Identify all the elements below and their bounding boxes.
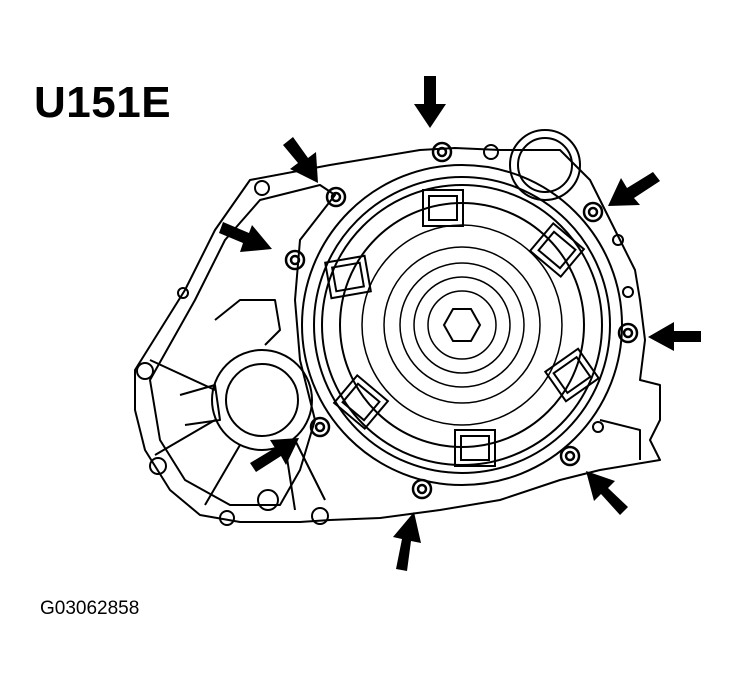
converter-pad xyxy=(324,254,372,300)
pointer-arrow xyxy=(586,471,628,515)
pointer-arrow xyxy=(648,322,701,351)
converter-pad xyxy=(454,429,496,467)
converter-ring xyxy=(413,276,511,374)
converter-ring xyxy=(383,246,541,404)
housing-detail xyxy=(214,299,281,346)
axle-boss-rib xyxy=(154,419,216,456)
housing-hole xyxy=(257,489,279,511)
housing-hole xyxy=(219,510,235,526)
converter-ring xyxy=(399,262,525,388)
figure-id: G03062858 xyxy=(40,598,140,619)
converter-pad xyxy=(332,373,390,431)
pointer-arrow xyxy=(393,512,421,571)
axle-boss-rib xyxy=(294,439,326,501)
housing-outline xyxy=(134,147,661,523)
axle-boss-rib xyxy=(204,444,241,506)
bolt-hole-marked xyxy=(309,416,331,438)
pointer-arrow xyxy=(219,222,272,252)
bell-housing-inner xyxy=(149,184,336,506)
converter-ring xyxy=(361,224,563,426)
bolt-hole-marked xyxy=(325,186,347,208)
axle-boss-inner xyxy=(225,363,299,437)
housing-hole xyxy=(136,362,154,380)
upper-lobe xyxy=(509,129,581,201)
converter-pad xyxy=(422,189,464,227)
pointer-arrow xyxy=(414,76,446,128)
pointer-arrow xyxy=(250,438,299,472)
pointer-arrow xyxy=(283,137,318,183)
housing-hole xyxy=(622,286,634,298)
bolt-hole-marked xyxy=(431,141,453,163)
housing-hole xyxy=(612,234,624,246)
bolt-hole-marked xyxy=(582,201,604,223)
housing-hole xyxy=(592,421,604,433)
converter-housing-flange xyxy=(313,176,611,474)
pointer-arrow xyxy=(608,172,660,206)
bolt-hole-marked xyxy=(559,445,581,467)
housing-hole xyxy=(254,180,270,196)
model-label: U151E xyxy=(34,78,172,127)
converter-ring xyxy=(427,290,497,360)
converter-pad xyxy=(528,221,586,279)
bolt-hole-marked xyxy=(284,249,306,271)
axle-boss-outer xyxy=(211,349,313,451)
housing-hole xyxy=(177,287,189,299)
housing-hole xyxy=(483,144,499,160)
axle-boss-rib xyxy=(149,359,216,391)
housing-hole xyxy=(311,507,329,525)
hex-hub xyxy=(442,308,482,342)
bolt-hole-marked xyxy=(617,322,639,344)
housing-detail xyxy=(599,419,641,460)
bolt-hole-marked xyxy=(411,478,433,500)
housing-hole xyxy=(149,457,167,475)
upper-lobe-inner xyxy=(517,137,573,193)
housing-detail xyxy=(179,384,221,426)
converter-pad xyxy=(543,347,601,403)
